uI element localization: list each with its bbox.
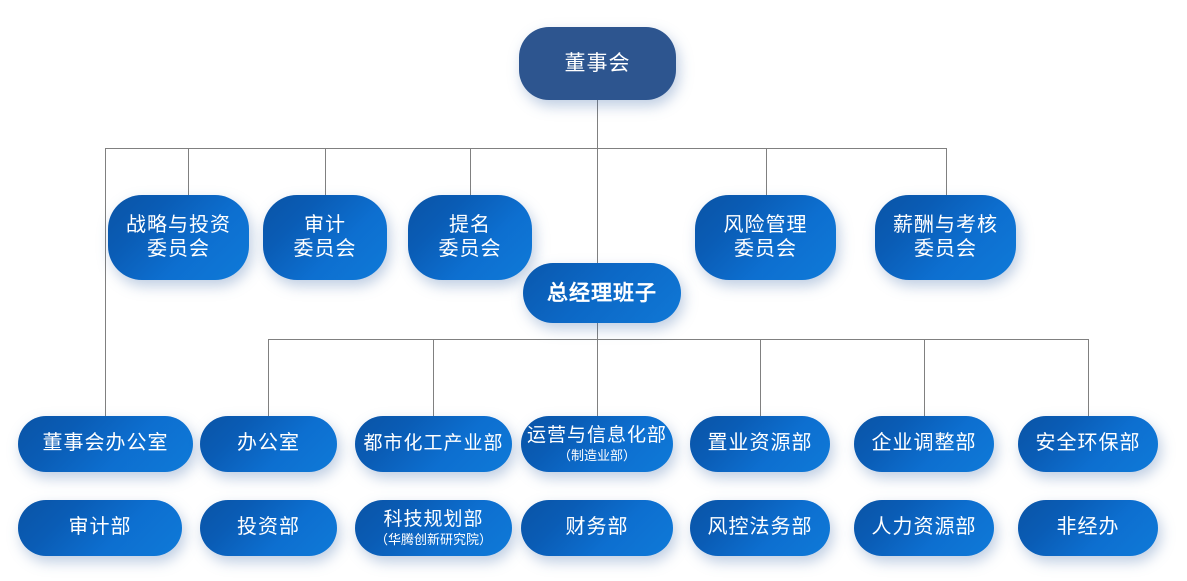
node-board-of-directors[interactable]: 董事会	[519, 27, 676, 100]
node-label-line2: （制造业部）	[557, 448, 636, 464]
node-dept-office[interactable]: 办公室	[200, 416, 337, 472]
connector-department-drop-6	[1088, 339, 1089, 416]
node-dept-enterprise-restructuring[interactable]: 企业调整部	[854, 416, 994, 472]
connector-department-drop-2	[433, 339, 434, 416]
node-dept-technology-planning[interactable]: 科技规划部 （华腾创新研究院）	[355, 500, 512, 556]
node-label-line1: 审计	[304, 213, 346, 236]
node-label: 董事会办公室	[42, 432, 169, 455]
connector-department-drop-4	[760, 339, 761, 416]
connector-committee-bus	[105, 148, 947, 149]
node-label: 都市化工产业部	[363, 432, 504, 454]
node-label: 企业调整部	[871, 432, 977, 455]
node-dept-operations-informatization[interactable]: 运营与信息化部 （制造业部）	[521, 416, 673, 472]
connector-department-drop-5	[924, 339, 925, 416]
node-label-line1: 科技规划部	[383, 508, 484, 530]
node-dept-risk-control-legal[interactable]: 风控法务部	[690, 500, 830, 556]
node-committee-audit[interactable]: 审计 委员会	[263, 195, 387, 280]
node-committee-compensation-appraisal[interactable]: 薪酬与考核 委员会	[875, 195, 1016, 280]
node-label-line1: 薪酬与考核	[893, 213, 998, 236]
node-dept-urban-chemical-industry[interactable]: 都市化工产业部	[355, 416, 512, 472]
connector-board-office-drop	[105, 148, 106, 416]
connector-department-bus	[268, 339, 1089, 340]
node-dept-safety-environmental[interactable]: 安全环保部	[1018, 416, 1158, 472]
node-label: 风控法务部	[707, 516, 813, 539]
connector-department-drop-1	[268, 339, 269, 416]
node-dept-non-operating[interactable]: 非经办	[1018, 500, 1158, 556]
node-label: 非经办	[1056, 516, 1120, 539]
node-label-line2: 委员会	[914, 237, 977, 260]
node-label: 置业资源部	[707, 432, 813, 455]
node-label: 总经理班子	[547, 280, 657, 305]
node-label-line1: 战略与投资	[126, 213, 231, 236]
connector-committee-drop-1	[188, 148, 189, 195]
connector-committee-drop-4	[766, 148, 767, 195]
node-label: 董事会	[564, 51, 631, 76]
node-label-line1: 风险管理	[723, 213, 808, 236]
connector-board-stem	[597, 100, 598, 148]
node-label: 投资部	[237, 516, 300, 539]
connector-committee-drop-2	[325, 148, 326, 195]
node-dept-human-resources[interactable]: 人力资源部	[854, 500, 994, 556]
node-label-line2: 委员会	[438, 237, 502, 260]
connector-committee-drop-5	[946, 148, 947, 195]
node-label: 安全环保部	[1035, 432, 1141, 455]
node-label-line2: 委员会	[293, 237, 357, 260]
node-general-manager-team[interactable]: 总经理班子	[523, 263, 681, 323]
node-label-line2: 委员会	[147, 237, 210, 260]
node-label: 人力资源部	[871, 516, 977, 539]
node-label-line2: 委员会	[734, 237, 797, 260]
node-label-line1: 提名	[449, 213, 491, 236]
node-label-line1: 运营与信息化部	[526, 424, 667, 446]
connector-committee-drop-3	[470, 148, 471, 195]
node-dept-finance[interactable]: 财务部	[521, 500, 673, 556]
node-board-office[interactable]: 董事会办公室	[18, 416, 193, 472]
node-committee-nomination[interactable]: 提名 委员会	[408, 195, 532, 280]
node-label: 审计部	[68, 516, 132, 539]
connector-gm-stem	[597, 148, 598, 263]
node-committee-strategy-investment[interactable]: 战略与投资 委员会	[108, 195, 249, 280]
node-label-line2: （华腾创新研究院）	[374, 532, 492, 548]
connector-gm-down	[597, 322, 598, 340]
node-dept-audit[interactable]: 审计部	[18, 500, 182, 556]
node-label: 财务部	[565, 516, 629, 539]
node-committee-risk-management[interactable]: 风险管理 委员会	[695, 195, 836, 280]
connector-department-drop-3	[597, 339, 598, 416]
node-label: 办公室	[237, 432, 300, 455]
node-dept-investment[interactable]: 投资部	[200, 500, 337, 556]
node-dept-property-resources[interactable]: 置业资源部	[690, 416, 830, 472]
